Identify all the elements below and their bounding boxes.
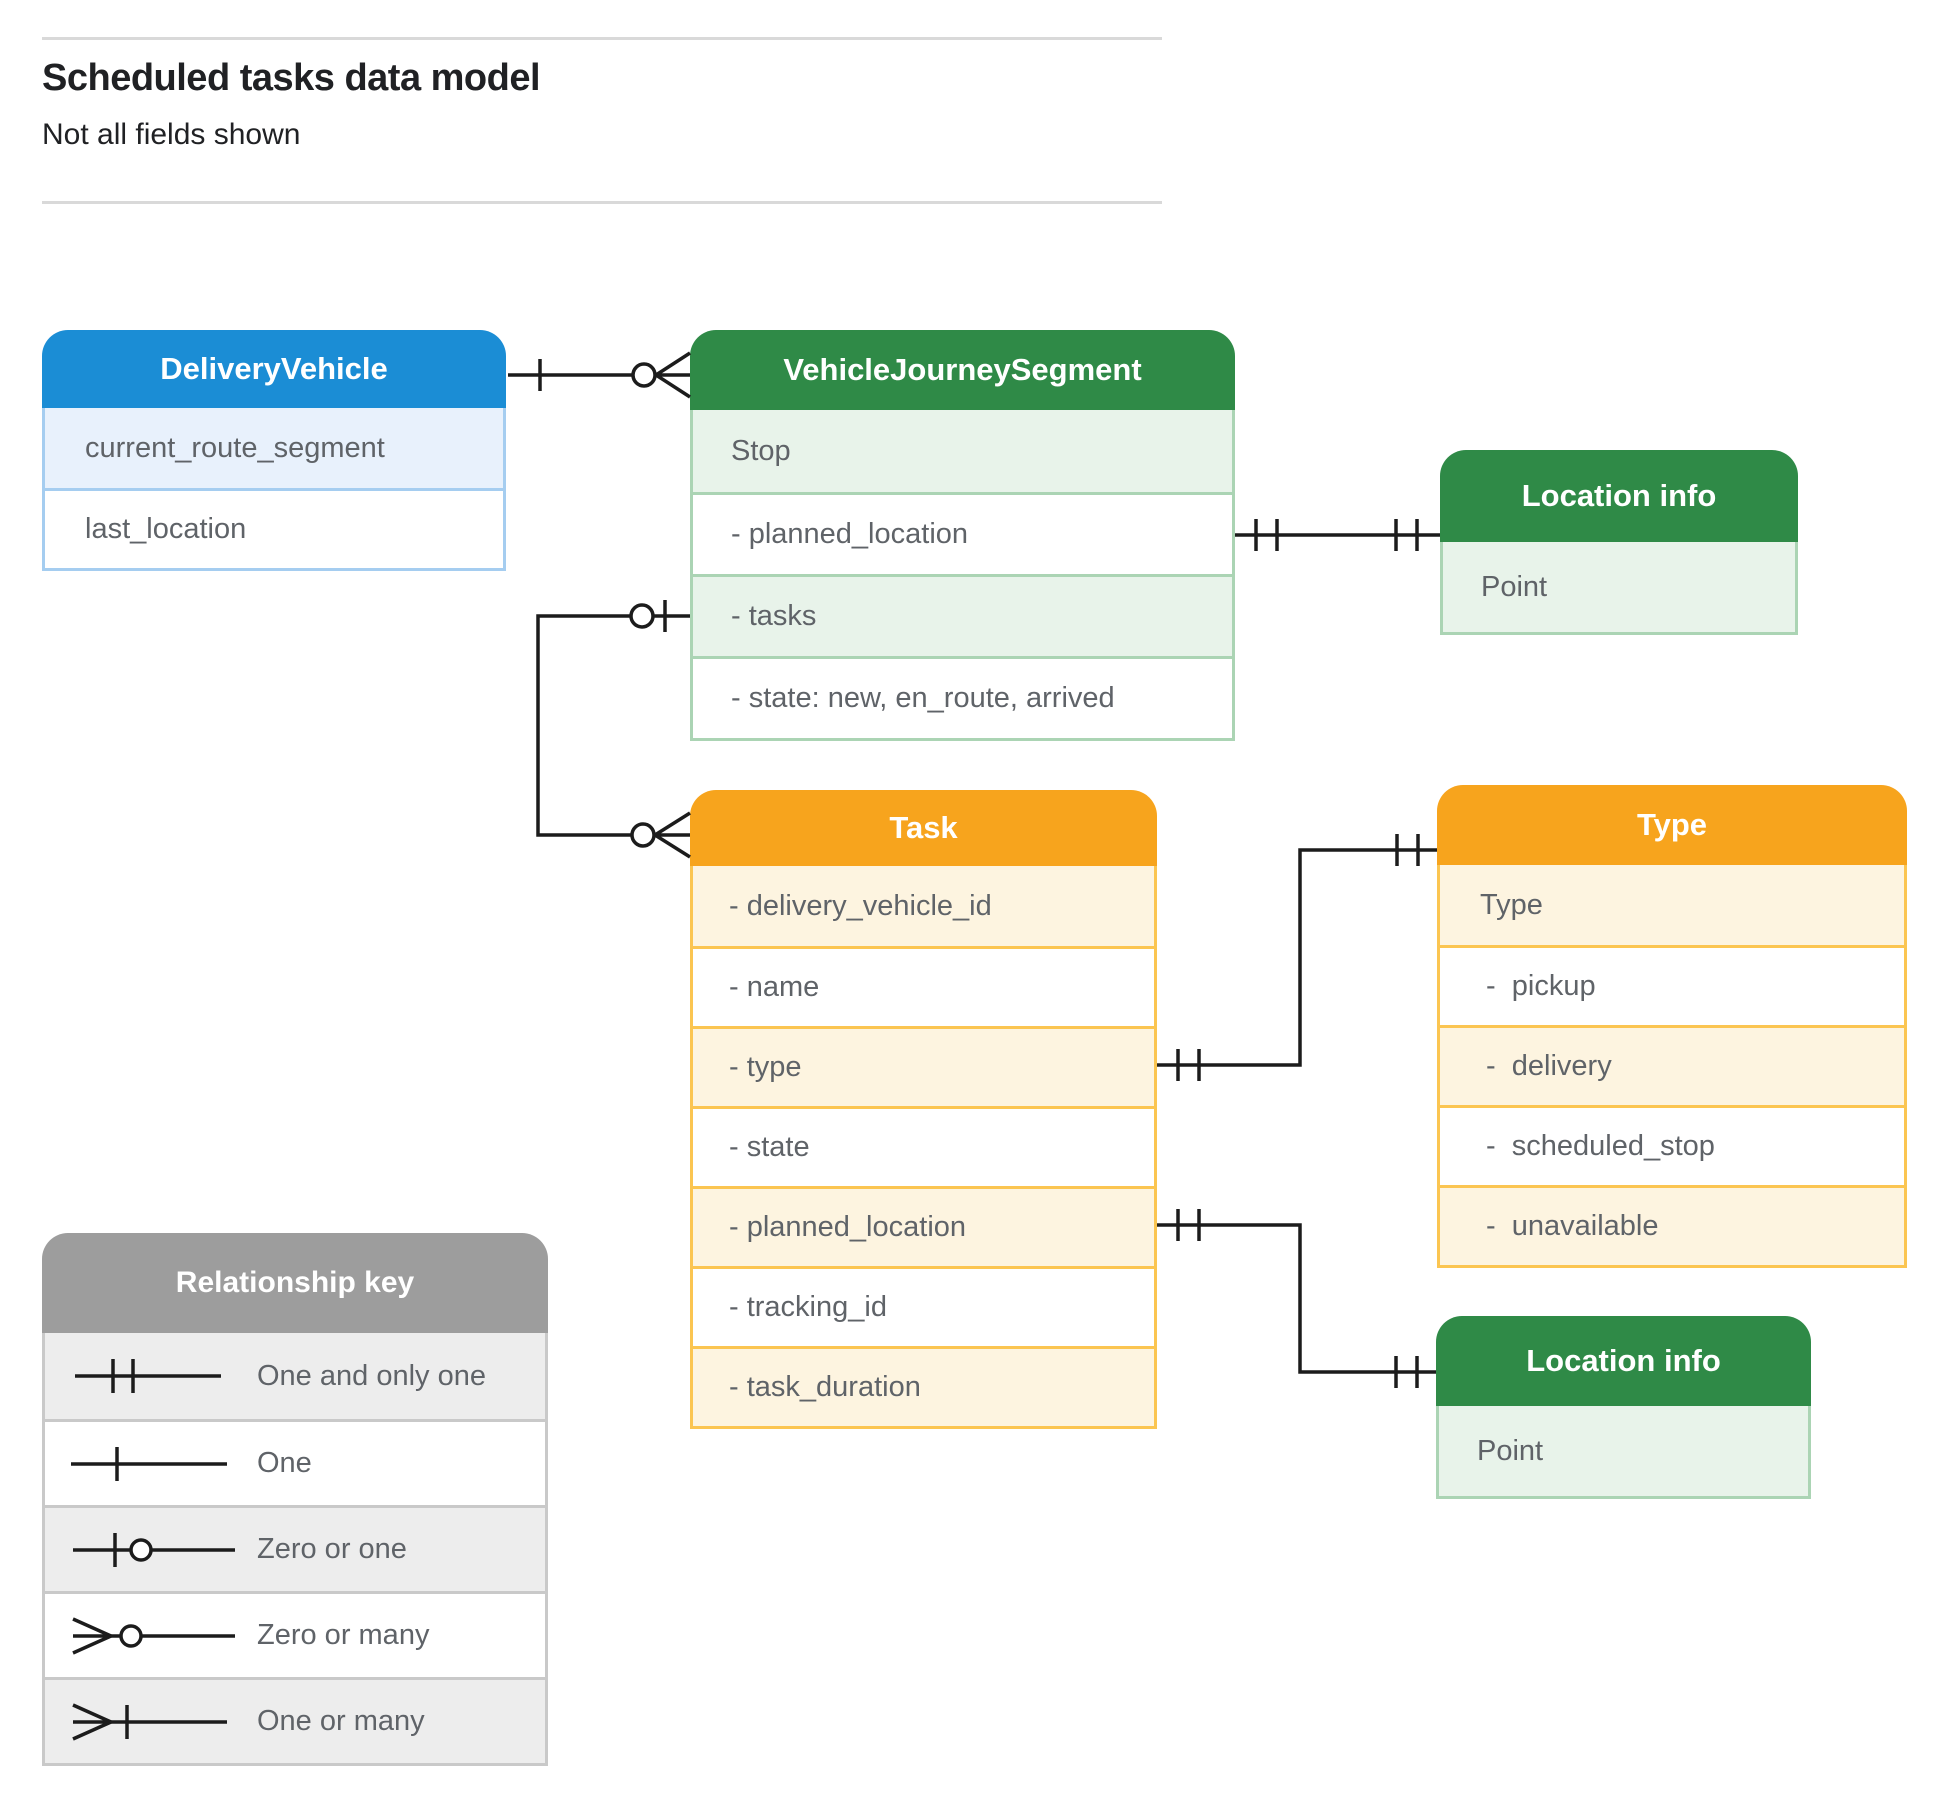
entity-vehicle-journey-segment: VehicleJourneySegment Stop - planned_loc… [690,330,1235,741]
legend-label: One [257,1447,312,1479]
top-rule [42,37,1162,40]
field-pickup: - pickup [1440,945,1904,1025]
field-current-route-segment: current_route_segment [45,408,503,488]
entity-location-info-bottom: Location info Point [1436,1316,1811,1499]
one-icon [45,1434,257,1494]
field-task-state: - state [693,1106,1154,1186]
zero-or-many-icon [45,1606,257,1666]
entity-task: Task - delivery_vehicle_id - name - type… [690,790,1157,1429]
field-planned-location: - planned_location [693,492,1232,574]
entity-location-info-top-body: Point [1440,542,1798,635]
field-point-top: Point [1443,542,1795,632]
one-and-only-one-icon [45,1346,257,1406]
field-point-bottom: Point [1439,1406,1808,1496]
page-title: Scheduled tasks data model [42,57,541,99]
entity-location-info-bottom-title: Location info [1436,1316,1811,1406]
legend-label: One or many [257,1705,425,1737]
entity-location-info-top: Location info Point [1440,450,1798,635]
relationship-key-body: One and only one One [42,1333,548,1766]
field-type: - type [693,1026,1154,1106]
entity-location-info-top-title: Location info [1440,450,1798,542]
entity-delivery-vehicle-body: current_route_segment last_location [42,408,506,571]
legend-row-one-or-many: One or many [45,1677,545,1763]
field-name: - name [693,946,1154,1026]
field-task-duration: - task_duration [693,1346,1154,1426]
connector-plannedlocation-locationinfo-bottom [1157,1209,1436,1388]
entity-type-body: Type - pickup - delivery - scheduled_sto… [1437,865,1907,1268]
entity-type: Type Type - pickup - delivery - schedule… [1437,785,1907,1268]
legend-row-zero-or-one: Zero or one [45,1505,545,1591]
page-subtitle: Not all fields shown [42,118,301,151]
legend-row-one: One [45,1419,545,1505]
legend-row-zero-or-many: Zero or many [45,1591,545,1677]
field-stop: Stop [693,410,1232,492]
entity-delivery-vehicle: DeliveryVehicle current_route_segment la… [42,330,506,571]
entity-vehicle-journey-segment-title: VehicleJourneySegment [690,330,1235,410]
field-tracking-id: - tracking_id [693,1266,1154,1346]
header-divider-rule [42,201,1162,204]
connector-plannedlocation-locationinfo-top [1235,519,1440,551]
legend-label: Zero or many [257,1619,430,1651]
one-or-many-icon [45,1692,257,1752]
legend-label: One and only one [257,1359,486,1392]
entity-task-title: Task [690,790,1157,866]
entity-type-title: Type [1437,785,1907,865]
legend-row-one-and-only-one: One and only one [45,1333,545,1419]
field-delivery-vehicle-id: - delivery_vehicle_id [693,866,1154,946]
field-task-planned-location: - planned_location [693,1186,1154,1266]
connector-type-typeentity [1157,834,1437,1081]
relationship-key: Relationship key One and only one [42,1233,548,1766]
zero-or-one-icon [45,1520,257,1580]
field-last-location: last_location [45,488,503,568]
field-scheduled-stop: - scheduled_stop [1440,1105,1904,1185]
field-state: - state: new, en_route, arrived [693,656,1232,738]
field-tasks: - tasks [693,574,1232,656]
entity-task-body: - delivery_vehicle_id - name - type - st… [690,866,1157,1429]
field-unavailable: - unavailable [1440,1185,1904,1265]
legend-label: Zero or one [257,1533,407,1565]
connector-deliveryvehicle-vehiclejourneysegment [508,351,691,399]
field-delivery: - delivery [1440,1025,1904,1105]
entity-delivery-vehicle-title: DeliveryVehicle [42,330,506,408]
entity-location-info-bottom-body: Point [1436,1406,1811,1499]
entity-vehicle-journey-segment-body: Stop - planned_location - tasks - state:… [690,410,1235,741]
field-type-name: Type [1440,865,1904,945]
connector-tasks-task [536,600,691,859]
relationship-key-title: Relationship key [42,1233,548,1333]
